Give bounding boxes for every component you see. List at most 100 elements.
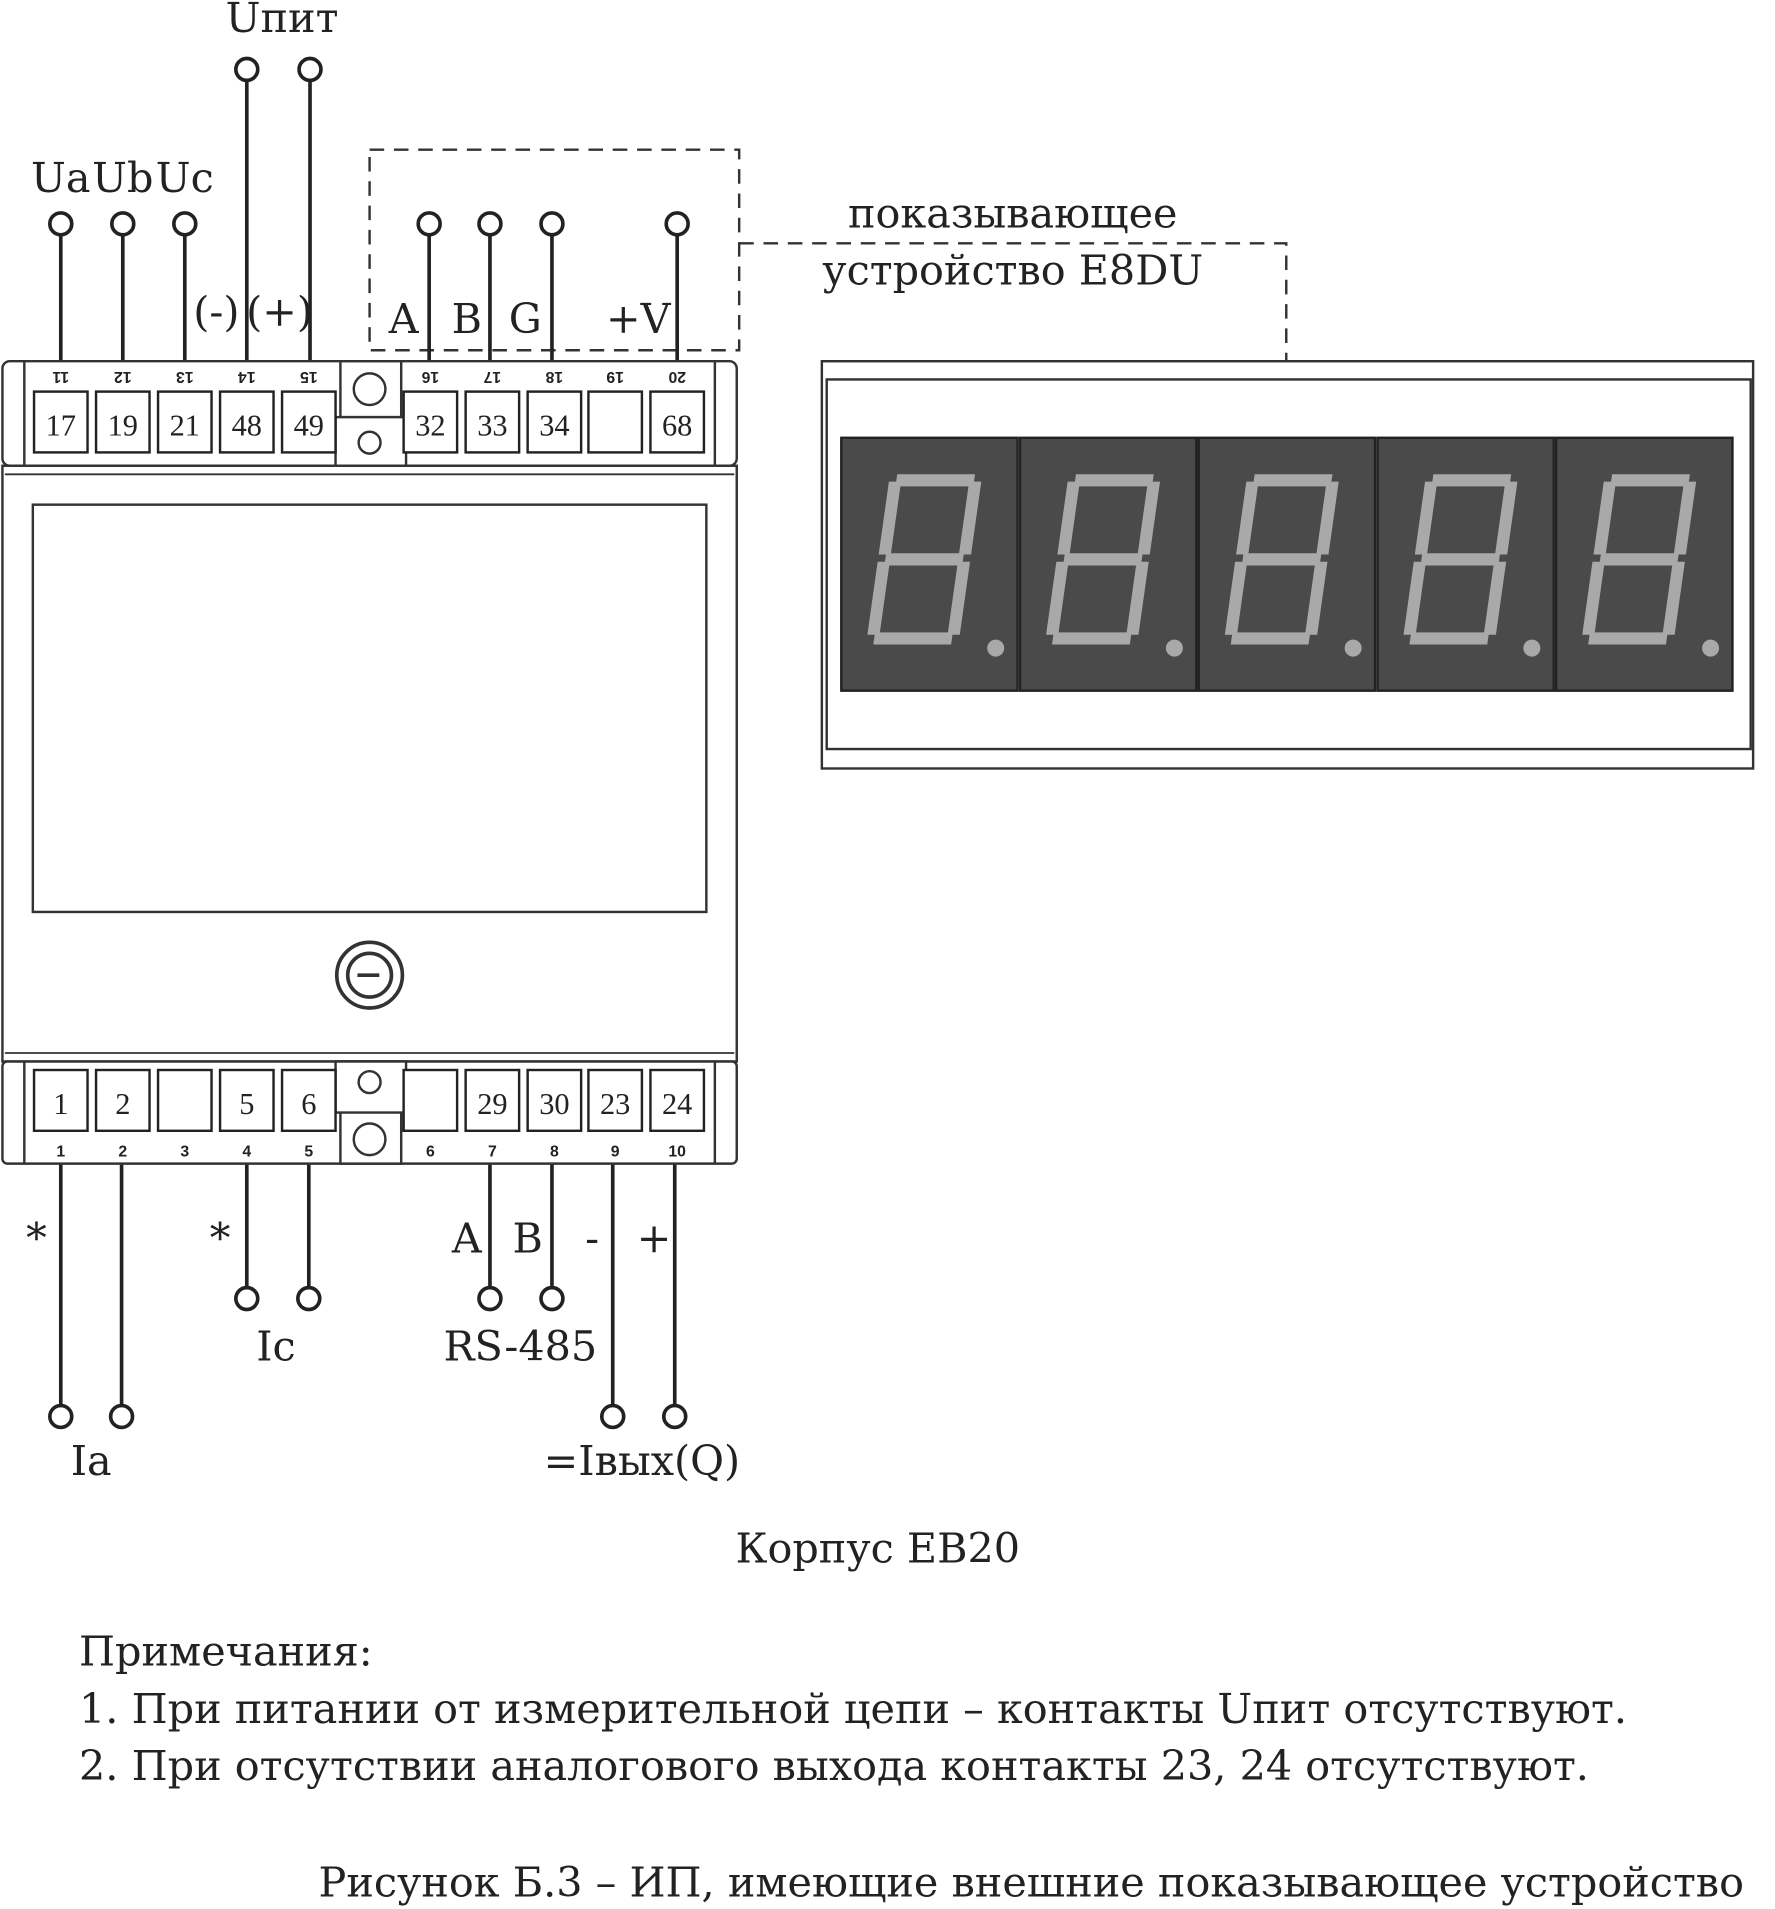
pin-number: 15 [300, 368, 318, 385]
terminal-box [218, 390, 275, 454]
terminal-label: 29 [477, 1087, 507, 1121]
terminal-box [218, 1068, 275, 1133]
pin-number: 1 [56, 1143, 65, 1160]
wire-terminal-icon [416, 211, 442, 237]
segment [1057, 481, 1080, 555]
pin-number: 3 [180, 1143, 189, 1160]
pin-number: 11 [52, 368, 69, 385]
segment [1252, 474, 1333, 487]
bottom-mount-hole [352, 1122, 387, 1157]
terminal-label: 21 [170, 408, 200, 442]
segment [1414, 481, 1438, 555]
top-mount-hole [352, 372, 387, 407]
segment [895, 474, 976, 487]
wire-terminal-icon [477, 211, 503, 237]
label-ub: Ub [92, 154, 153, 202]
wire-terminal-icon [108, 1403, 135, 1430]
housing-label: Корпус ЕВ20 [735, 1524, 1020, 1572]
terminal-label: 17 [46, 408, 76, 442]
pin-number: 5 [304, 1143, 313, 1160]
terminal-label: 5 [239, 1087, 254, 1121]
segment [1431, 474, 1512, 487]
pin-number: 4 [242, 1143, 251, 1160]
label-uc: Uc [156, 154, 214, 202]
terminal-box [280, 1068, 337, 1133]
polarity-mark-ia: * [26, 1214, 47, 1262]
wires [48, 56, 690, 1430]
pin-number: 7 [488, 1143, 497, 1160]
terminal-box [280, 390, 337, 454]
label-ia: Ia [71, 1437, 112, 1485]
device-screen-window [31, 503, 708, 914]
segment [884, 553, 964, 566]
seven-segment-digit [1582, 474, 1697, 645]
segment [1052, 632, 1132, 645]
segment [873, 632, 953, 645]
pin-number: 9 [611, 1143, 620, 1160]
terminal-box [94, 390, 151, 454]
segment [1588, 632, 1668, 645]
terminal-box [464, 1068, 521, 1133]
segment [878, 481, 902, 555]
segment [1224, 561, 1248, 635]
terminal-label: 30 [539, 1087, 569, 1121]
segment [947, 561, 971, 635]
terminal-box [464, 390, 521, 454]
wire-terminal-icon [661, 1403, 688, 1430]
pin-number: 17 [483, 368, 501, 385]
decimal-point [1702, 639, 1720, 657]
pin-number: 13 [176, 368, 194, 385]
interface-dashed-box [368, 148, 741, 352]
supply-plus-label: (+) [246, 288, 313, 336]
terminal-box [94, 1068, 151, 1133]
display-device-line1: показывающее [848, 189, 1178, 237]
decimal-point [1523, 639, 1541, 657]
terminal-label: 23 [600, 1087, 630, 1121]
pin-number: 16 [421, 368, 439, 385]
segment [1599, 553, 1679, 566]
wire-terminal-icon [48, 1403, 74, 1430]
label-ic: Ic [256, 1323, 295, 1371]
segment [1137, 481, 1161, 555]
terminal-label: 34 [539, 408, 569, 442]
wire-terminal-icon [48, 211, 74, 237]
segment [1610, 474, 1690, 487]
segment [1046, 561, 1069, 635]
terminal-label: 1 [53, 1087, 68, 1121]
pin-number: 2 [118, 1143, 127, 1160]
label-b-top: B [452, 295, 482, 343]
terminal-box [587, 390, 644, 454]
label-minus-bottom: - [585, 1214, 599, 1262]
terminal-box [156, 390, 213, 454]
pin-number: 19 [606, 368, 624, 385]
note-2: 2. При отсутствии аналогового выхода кон… [79, 1742, 1589, 1790]
label-plus-bottom: + [637, 1214, 672, 1262]
notes-title: Примечания: [79, 1628, 373, 1676]
segment [1063, 553, 1143, 566]
segment [1403, 561, 1426, 635]
terminal-box [156, 1068, 213, 1133]
pin-number: 6 [426, 1143, 435, 1160]
decimal-point [1344, 639, 1362, 657]
terminal-box [32, 1068, 89, 1133]
segment [1420, 553, 1501, 566]
manufacturer-logo-icon [334, 940, 405, 1010]
terminal-label: 48 [232, 408, 262, 442]
segment [1126, 561, 1149, 635]
polarity-mark-ic: * [210, 1214, 231, 1262]
wire-terminal-icon [234, 1285, 260, 1312]
decimal-point [1165, 639, 1183, 657]
pin-number: 20 [668, 368, 686, 385]
segment [867, 561, 890, 635]
supply-label: Uпит [226, 0, 339, 42]
terminal-label: 2 [115, 1087, 130, 1121]
segment [1241, 553, 1322, 566]
note-1: 1. При питании от измерительной цепи – к… [79, 1685, 1627, 1733]
display-digits [840, 436, 1734, 692]
pin-number: 10 [668, 1143, 686, 1160]
segment [1582, 561, 1605, 635]
label-ua: Ua [31, 154, 90, 202]
seven-segment-digit [1046, 474, 1161, 645]
segment [1230, 632, 1311, 645]
